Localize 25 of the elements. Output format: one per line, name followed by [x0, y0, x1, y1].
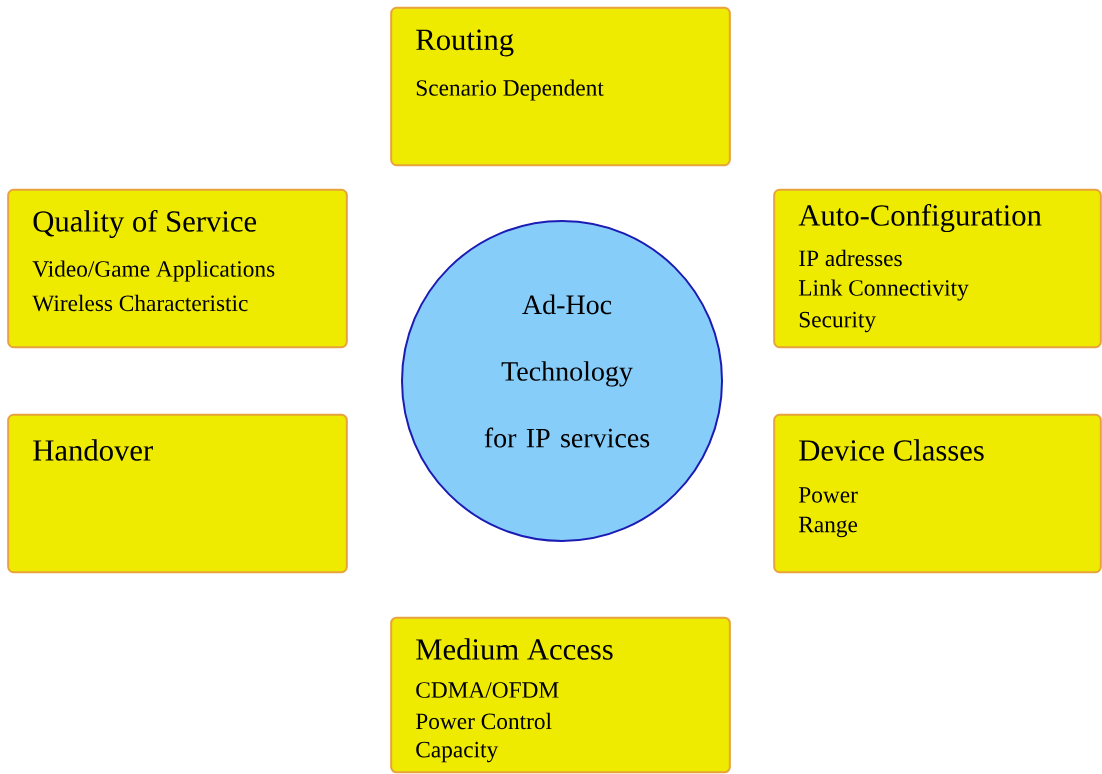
- box-heading: Auto-Configuration: [798, 203, 1042, 233]
- text-box: [773, 188, 1102, 349]
- box-heading: Routing: [416, 29, 514, 57]
- box-item: Link Connectivity: [798, 279, 969, 301]
- topic-circle: [401, 220, 723, 542]
- box-item: Capacity: [416, 741, 499, 763]
- box-item: Range: [798, 516, 858, 538]
- text-box: [390, 6, 731, 167]
- text-box: [390, 616, 731, 774]
- box-item: Wireless Characteristic: [32, 294, 248, 312]
- text-box: [7, 413, 348, 574]
- box-heading: Handover: [33, 439, 153, 461]
- box-item: Video/Game Applications: [32, 260, 275, 282]
- box-item: Power Control: [415, 712, 552, 730]
- circle-label: Ad-Hoc Technology for IP services: [484, 294, 650, 448]
- box-heading: Quality of Service: [33, 209, 257, 239]
- text-box: [773, 413, 1102, 574]
- box-item: Power: [798, 487, 858, 503]
- box-item: CDMA/OFDM: [416, 682, 559, 698]
- box-item: IP adresses: [799, 249, 902, 267]
- text-box: [7, 188, 348, 349]
- box-heading: Medium Access: [416, 638, 613, 660]
- box-heading: Device Classes: [799, 439, 984, 461]
- box-item: Scenario Dependent: [416, 79, 604, 101]
- box-item: Security: [799, 311, 876, 333]
